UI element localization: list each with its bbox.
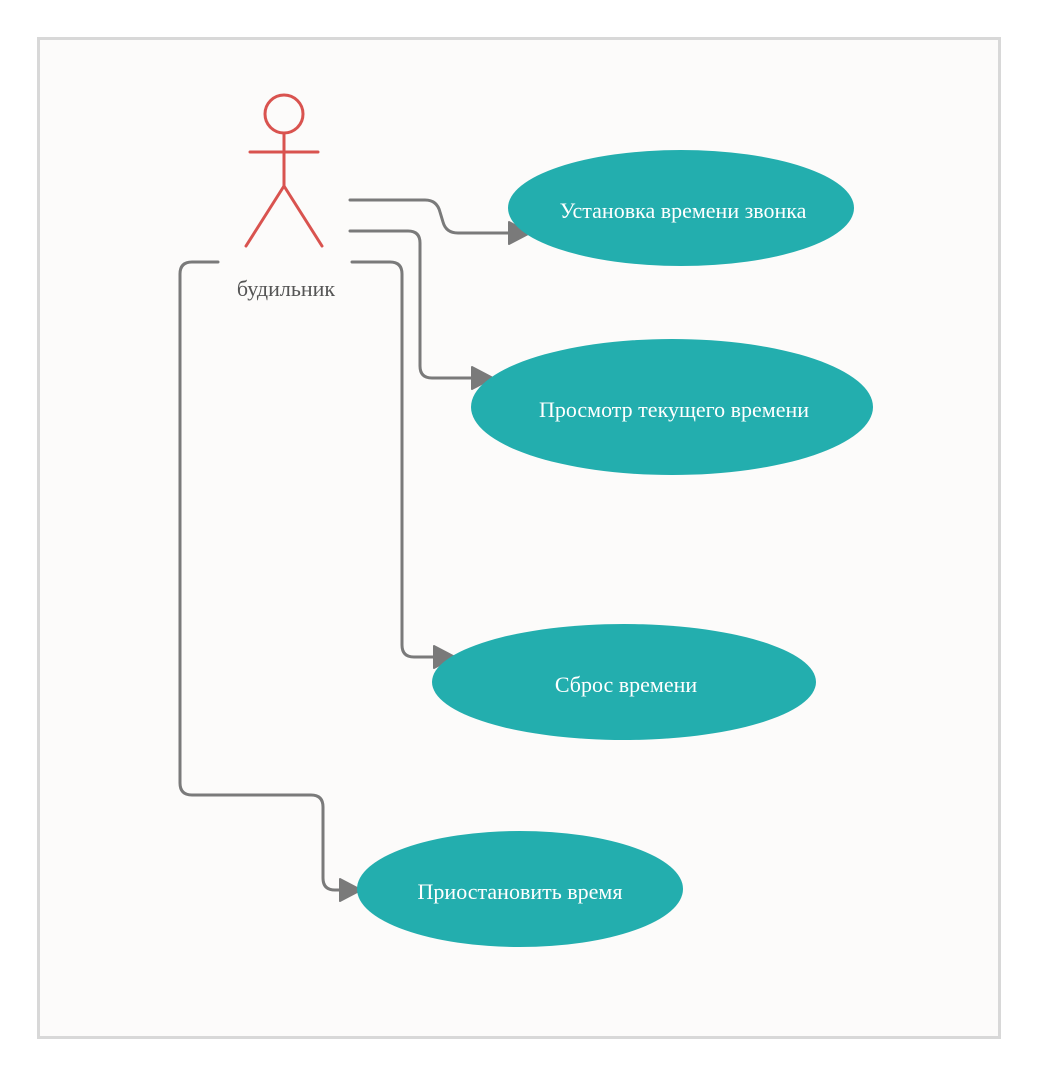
use-case-3-label: Сброс времени	[555, 672, 698, 697]
use-case-4[interactable]: Приостановить время	[357, 831, 683, 947]
use-case-1[interactable]: Установка времени звонка	[508, 150, 854, 266]
edge-actor-to-usecase-1	[348, 198, 514, 235]
use-case-2-label: Просмотр текущего времени	[539, 397, 809, 422]
use-case-1-ellipse	[508, 150, 854, 266]
actor-left-leg	[244, 184, 286, 248]
use-case-3[interactable]: Сброс времени	[432, 624, 816, 740]
actor-right-leg	[282, 184, 324, 248]
edge-actor-to-usecase-4	[178, 260, 344, 892]
actor-figure[interactable]	[244, 93, 324, 248]
use-case-2[interactable]: Просмотр текущего времени	[471, 339, 873, 475]
edge-actor-to-usecase-2	[348, 229, 477, 380]
edge-actor-to-usecase-3	[350, 260, 439, 659]
arrowhead-usecase-4	[339, 878, 362, 902]
use-case-4-ellipse	[357, 831, 683, 947]
arrowhead-usecase-2	[471, 366, 494, 390]
use-case-3-ellipse	[432, 624, 816, 740]
actor-head	[263, 93, 305, 135]
use-case-1-label: Установка времени звонка	[560, 198, 807, 223]
use-case-4-label: Приостановить время	[418, 879, 623, 904]
use-case-2-ellipse	[471, 339, 873, 475]
actor-label: будильник	[237, 276, 335, 301]
